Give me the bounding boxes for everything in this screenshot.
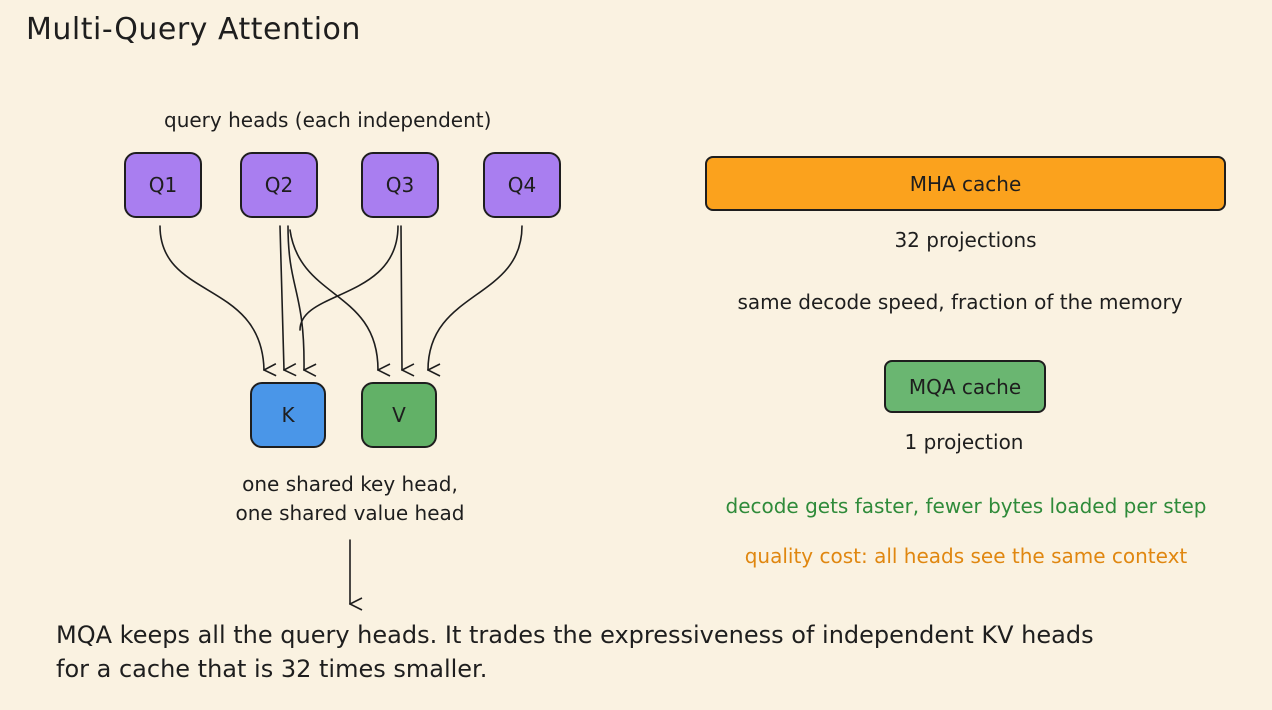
query-heads-label: query heads (each independent) [164,108,492,132]
shared-heads-caption-line2: one shared value head [235,501,465,525]
cost-text: quality cost: all heads see the same con… [744,544,1188,568]
mqa-cache-bar: MQA cache [884,360,1046,413]
conclusion-text: MQA keeps all the query heads. It trades… [56,618,1236,686]
key-head: K [250,382,326,448]
conclusion-line1: MQA keeps all the query heads. It trades… [56,621,1094,649]
query-head-q4: Q4 [483,152,561,218]
arrow-q1-k [159,225,264,370]
page-title: Multi-Query Attention [26,12,361,47]
arrow-q3-k [299,225,399,331]
value-head: V [361,382,437,448]
arrow-q4-v [428,225,523,370]
comparison-text: same decode speed, fraction of the memor… [737,290,1183,314]
query-head-q2: Q2 [240,152,318,218]
shared-heads-caption: one shared key head, one shared value he… [200,470,500,528]
conclusion-line2: for a cache that is 32 times smaller. [56,655,488,683]
mha-cache-caption: 32 projections [894,228,1037,252]
arrow-q3-v [400,225,402,370]
arrow-q2-k-1 [279,225,284,370]
arrow-q2-k-2 [287,225,304,370]
mha-cache-bar: MHA cache [705,156,1226,211]
benefit-text: decode gets faster, fewer bytes loaded p… [725,494,1207,518]
shared-heads-caption-line1: one shared key head, [242,472,458,496]
mqa-cache-caption: 1 projection [904,430,1024,454]
query-head-q1: Q1 [124,152,202,218]
query-head-q3: Q3 [361,152,439,218]
